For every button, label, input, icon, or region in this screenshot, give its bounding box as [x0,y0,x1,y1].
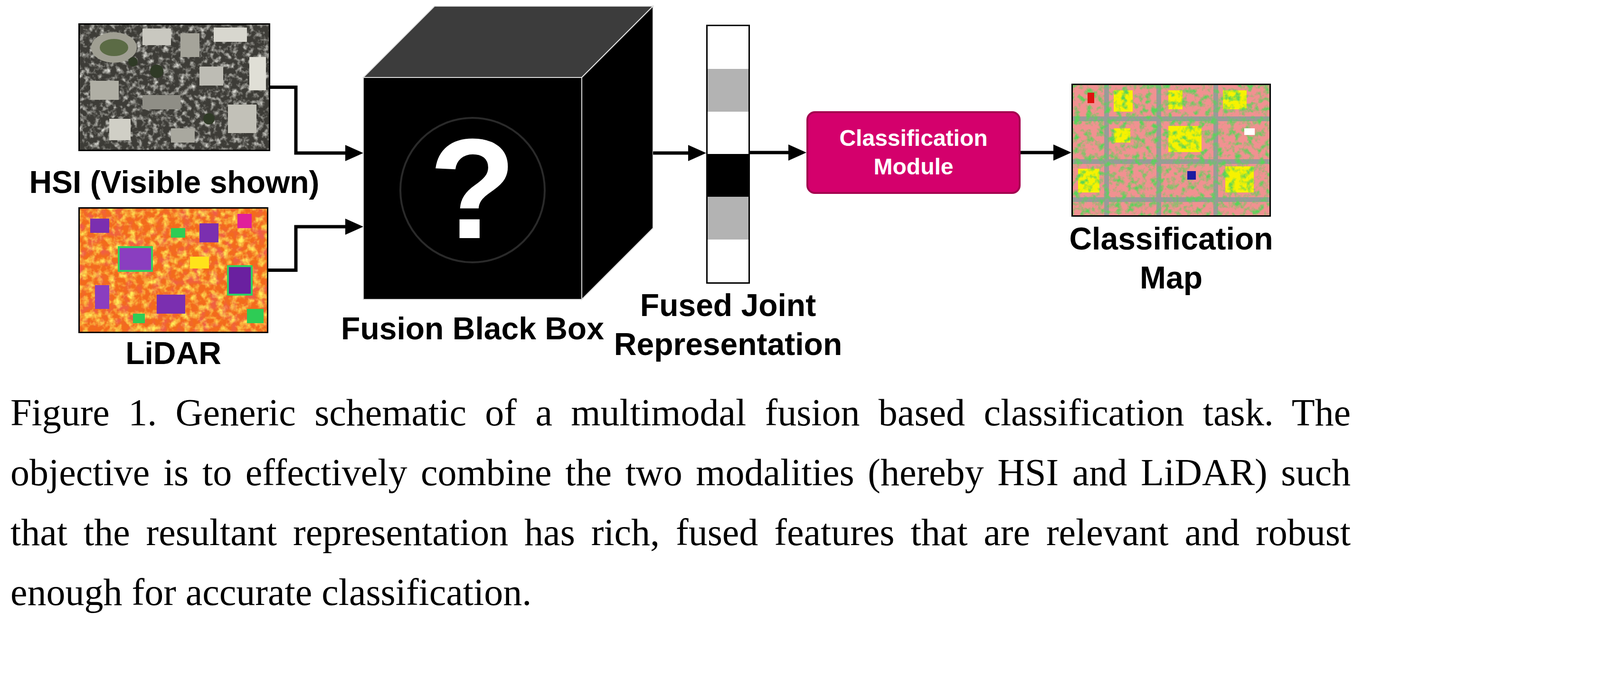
building [109,118,131,141]
caption-label: Fusion Black Box [340,308,605,348]
caption-label: Fused Joint Representation [604,285,852,364]
image-ground [78,207,269,333]
arrow-connector [653,151,697,155]
box-label: Classification Module [808,123,1019,181]
tree [128,56,138,67]
building-height [156,294,186,314]
caption-label: HSI (Visible shown) [28,162,320,202]
cube-front-face [363,77,582,300]
building-height [199,223,219,243]
water-class [1187,170,1196,180]
classification-map-image [1071,83,1271,217]
building-height [246,308,264,323]
classification-map: Classification Map [1071,83,1271,217]
hsi-image: HSI (Visible shown) [78,23,271,152]
fused-vector: Fused Joint Representation [706,24,750,284]
building [180,33,200,57]
tree-class [1071,83,1271,217]
tree [150,64,164,78]
caption-label: Classification Map [1059,218,1283,297]
image-texture [78,207,269,333]
building-height [170,227,186,238]
arrow-connector [268,226,354,271]
classification-module: Classification Module [806,111,1021,194]
building-height [94,284,110,309]
lidar-height-image [78,207,269,333]
fusion-black-box: ?Fusion Black Box [363,77,582,300]
lidar-image: LiDAR [78,207,269,333]
building [142,28,171,46]
figure-caption: Figure 1. Generic schematic of a multimo… [10,382,1351,622]
building-height [118,246,152,271]
building-height [132,313,145,323]
building [213,27,247,42]
arrow-connector [1020,151,1062,155]
road-class [1244,128,1255,135]
building [227,104,257,133]
black-box-cube [363,6,654,300]
image-ground [78,23,271,152]
commercial-class [1087,92,1095,104]
building [142,94,181,110]
arrow-connector [270,87,354,154]
arrow-connector [749,151,797,155]
stadium-field [99,38,129,57]
building-height [227,265,252,295]
question-mark: ? [363,117,582,260]
building [199,66,224,86]
hsi-aerial-image [78,23,271,152]
building-height [237,213,252,228]
building-height [90,218,110,233]
image-texture [78,23,271,152]
cube-side-face [581,6,654,300]
building [249,56,266,91]
caption-label: LiDAR [125,333,222,373]
tree [203,113,215,125]
image-ground [1071,83,1271,217]
building-height [189,256,209,269]
building [90,80,119,100]
image-texture [78,207,269,333]
building [170,128,195,143]
